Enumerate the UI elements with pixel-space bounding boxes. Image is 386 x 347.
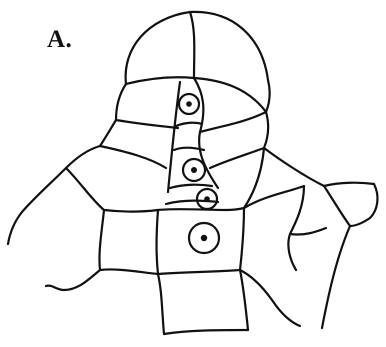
bottom-left-cell xyxy=(158,274,164,334)
left-upper-cell xyxy=(116,84,178,128)
right-mid-cell xyxy=(210,148,264,168)
left-tail xyxy=(46,270,100,290)
right-lobe-wall xyxy=(322,186,350,328)
right-outer-edge xyxy=(264,112,324,186)
right-lobe-inner xyxy=(244,186,304,270)
lower-block-left xyxy=(157,210,159,274)
right-upper-cell xyxy=(200,112,266,132)
left-lower-cell xyxy=(66,168,158,212)
top-dome-divider xyxy=(190,12,194,78)
right-lobe-top xyxy=(324,183,377,226)
lower-right-wall xyxy=(240,270,300,326)
right-lobe-divider xyxy=(290,228,326,235)
column-divider-3 xyxy=(170,185,212,188)
panel-label: A. xyxy=(47,26,72,54)
nucleus-4 xyxy=(189,223,219,253)
left-lower-base xyxy=(99,210,158,274)
nucleus-2 xyxy=(183,159,205,181)
left-wall-to-bottom xyxy=(8,146,100,244)
left-mid-cell xyxy=(100,120,166,168)
nucleus-3 xyxy=(197,189,217,209)
column-divider-2 xyxy=(174,148,204,150)
column-divider-4 xyxy=(166,201,218,204)
column-left-wall xyxy=(168,82,180,192)
nucleus-1 xyxy=(179,94,199,114)
bottom-right-cell xyxy=(240,270,248,330)
bottom-base xyxy=(164,330,248,334)
column-divider-1 xyxy=(176,123,202,126)
lower-block-right xyxy=(240,208,244,270)
lower-block-bottom xyxy=(158,270,240,274)
top-dome-outline xyxy=(126,12,270,112)
